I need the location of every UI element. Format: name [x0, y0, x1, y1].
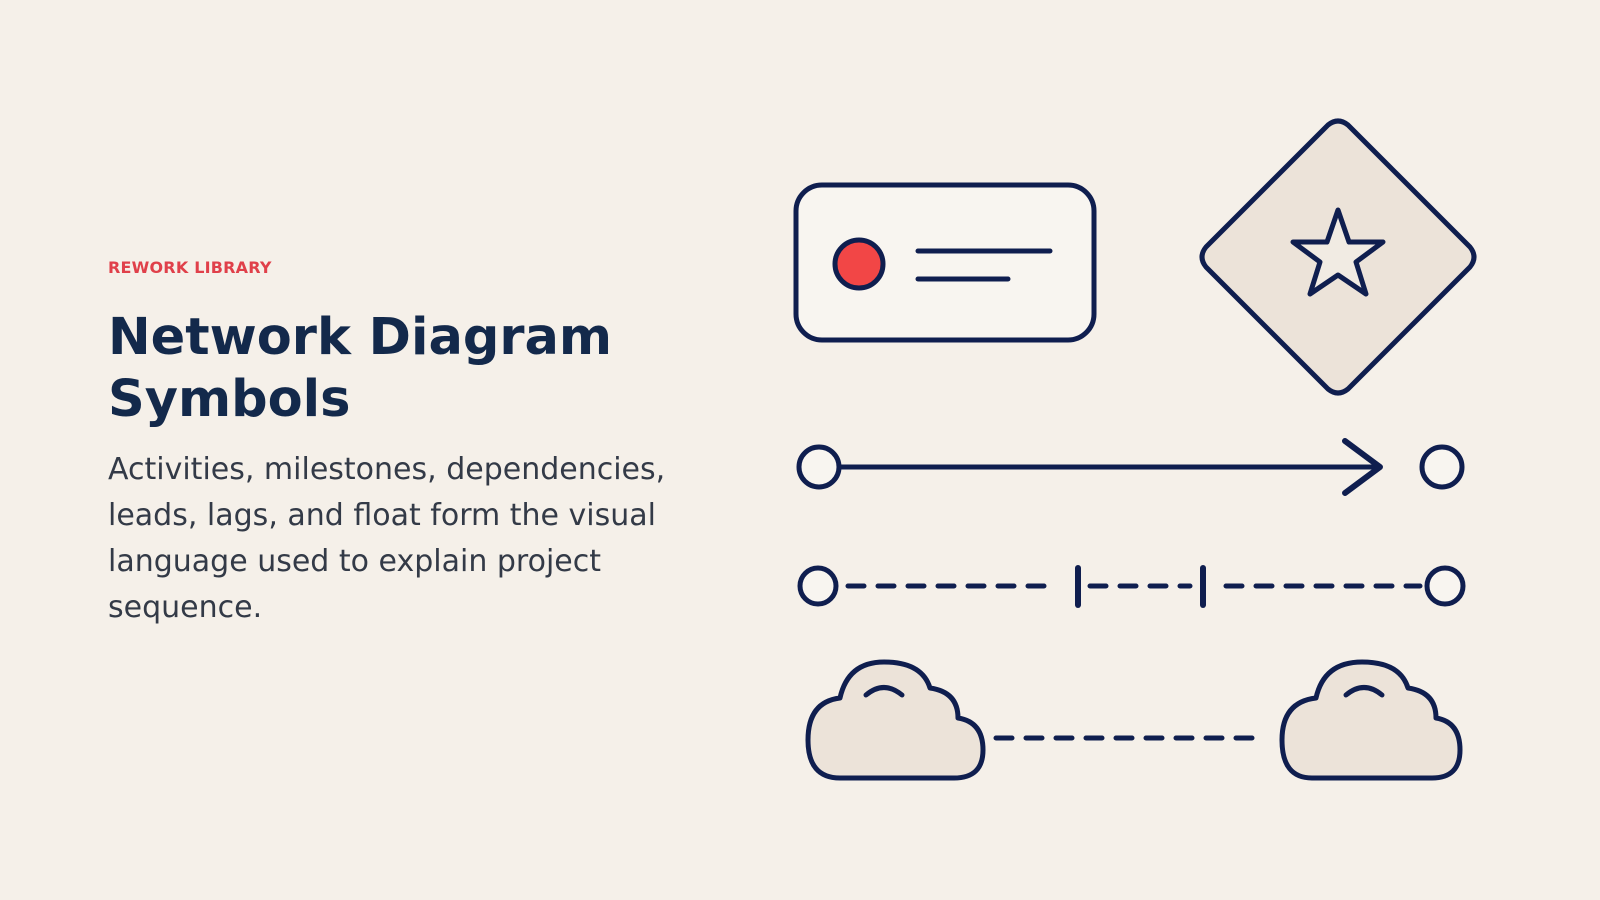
- dashed-connector-icon: [797, 565, 1466, 608]
- star-diamond-icon: [1199, 118, 1477, 396]
- cloud-link-icon: [805, 659, 1463, 781]
- text-block: REWORK LIBRARY Network Diagram Symbols A…: [108, 258, 708, 631]
- star-icon: [1290, 207, 1386, 297]
- page-title: Network Diagram Symbols: [108, 308, 613, 429]
- eyebrow-label: REWORK LIBRARY: [108, 258, 272, 277]
- arrow-connector-icon: [796, 438, 1465, 496]
- cloud-icon: [1279, 659, 1463, 781]
- status-dot-icon: [832, 237, 886, 291]
- cloud-icon: [805, 659, 986, 781]
- description: Activities, milestones, dependencies, le…: [108, 452, 666, 625]
- activity-card-icon: [793, 182, 1097, 343]
